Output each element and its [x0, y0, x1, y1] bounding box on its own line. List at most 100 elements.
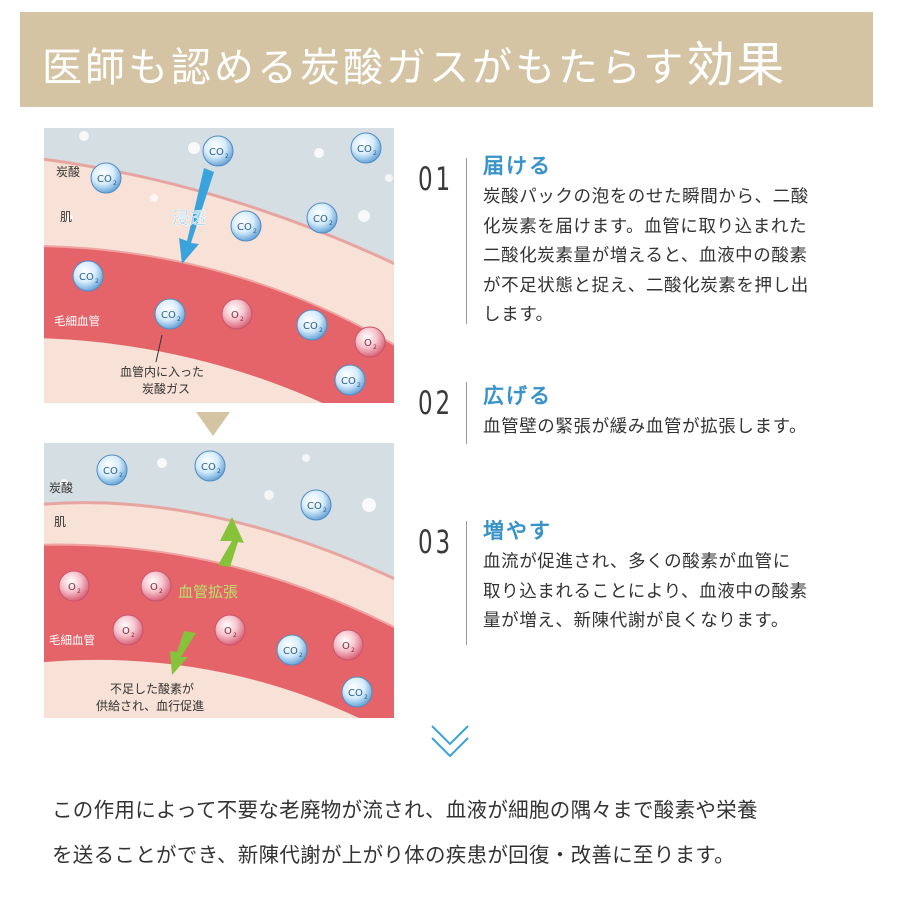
step-01: 01 届ける 炭酸パックの泡をのせた瞬間から、二酸 化炭素を届けます。血管に取り… — [418, 150, 878, 325]
step-body-line: 取り込まれることにより、血液中の酸素 — [483, 581, 808, 602]
svg-text:2: 2 — [159, 588, 163, 595]
svg-text:2: 2 — [240, 316, 244, 323]
dilation-arrow-up — [218, 517, 244, 567]
step-03: 03 増やす 血流が促進され、多くの酸素が血管に 取り込まれることにより、血液中… — [418, 515, 878, 655]
header-banner: 医師も認める炭酸ガスがもたらす効果 — [20, 12, 873, 107]
capillary-vessel — [44, 246, 394, 403]
summary-text: この作用によって不要な老廃物が流され、血液が細胞の隅々まで酸素や栄養 を送ること… — [52, 788, 872, 878]
svg-text:CO: CO — [237, 222, 252, 233]
svg-text:2: 2 — [319, 327, 323, 334]
svg-text:2: 2 — [329, 220, 333, 227]
svg-text:O: O — [231, 310, 239, 321]
step-body-line: 炭酸パックの泡をのせた瞬間から、二酸 — [483, 187, 809, 207]
svg-text:2: 2 — [373, 344, 377, 351]
label-skin: 肌 — [60, 210, 72, 224]
svg-text:2: 2 — [217, 468, 221, 475]
summary-line: この作用によって不要な老廃物が流され、血液が細胞の隅々まで酸素や栄養 — [52, 798, 758, 822]
svg-text:CO: CO — [201, 462, 216, 473]
svg-text:2: 2 — [131, 632, 135, 639]
label-skin: 肌 — [54, 515, 66, 529]
callout-line2: 炭酸ガス — [142, 381, 190, 396]
title-main: 医師も認める炭酸ガスがもたらす — [42, 44, 687, 91]
svg-text:O: O — [68, 582, 76, 593]
svg-text:2: 2 — [113, 180, 117, 187]
double-chevron-down-icon — [431, 725, 469, 758]
svg-text:CO: CO — [357, 144, 372, 155]
svg-text:O: O — [364, 338, 372, 349]
label-permeate: 浸透 — [172, 209, 206, 229]
step-number: 02 — [418, 384, 454, 422]
svg-text:2: 2 — [233, 632, 237, 639]
svg-text:2: 2 — [357, 382, 361, 389]
svg-text:CO: CO — [341, 376, 356, 387]
label-carbonic: 炭酸 — [49, 480, 73, 495]
callout-line2: 供給され、血行促進 — [96, 699, 204, 713]
step-title: 広げる — [483, 384, 552, 408]
svg-text:2: 2 — [364, 694, 368, 701]
page-title: 医師も認める炭酸ガスがもたらす効果 — [42, 25, 786, 95]
svg-text:O: O — [342, 641, 350, 652]
label-carbonic: 炭酸 — [56, 164, 80, 179]
svg-text:2: 2 — [351, 647, 355, 654]
step-title: 増やす — [483, 519, 552, 543]
svg-text:CO: CO — [348, 688, 363, 699]
svg-text:CO: CO — [209, 147, 224, 158]
label-dilation: 血管拡張 — [178, 583, 238, 601]
step-divider — [466, 382, 467, 444]
dilation-arrow-down — [170, 631, 196, 675]
label-capillary: 毛細血管 — [49, 633, 95, 647]
step-number: 01 — [418, 160, 454, 198]
svg-text:2: 2 — [299, 652, 303, 659]
svg-text:O: O — [122, 626, 130, 637]
svg-text:CO: CO — [97, 174, 112, 185]
skin-edge — [44, 157, 394, 266]
step-body-line: が不足状態と捉え、二酸化炭素を押し出 — [483, 275, 809, 296]
step-number: 03 — [418, 523, 454, 561]
svg-text:CO: CO — [103, 466, 118, 477]
svg-text:CO: CO — [161, 310, 176, 321]
svg-text:2: 2 — [77, 588, 81, 595]
step-02: 02 広げる 血管壁の緊張が緩み血管が拡張します。 — [418, 380, 878, 450]
step-body-line: します。 — [483, 305, 554, 325]
step-body-line: 量が増え、新陳代謝が良くなります。 — [483, 611, 789, 631]
svg-text:2: 2 — [119, 472, 123, 479]
down-triangle-icon — [196, 412, 230, 436]
step-title: 届ける — [483, 154, 552, 178]
svg-text:O: O — [150, 582, 158, 593]
step-divider — [466, 521, 467, 645]
svg-text:2: 2 — [373, 150, 377, 157]
summary-line: を送ることができ、新陳代謝が上がり体の疾患が回復・改善に至ります。 — [52, 843, 735, 867]
permeation-arrow — [179, 168, 214, 264]
svg-text:2: 2 — [177, 316, 181, 323]
svg-text:O: O — [224, 626, 232, 637]
callout-line1: 血管内に入った — [120, 364, 204, 379]
svg-text:2: 2 — [253, 228, 257, 235]
step-body: 血流が促進され、多くの酸素が血管に 取り込まれることにより、血液中の酸素 量が増… — [483, 548, 808, 637]
svg-text:CO: CO — [307, 501, 322, 512]
step-body: 血管壁の緊張が緩み血管が拡張します。 — [483, 413, 807, 443]
step-body-line: 血流が促進され、多くの酸素が血管に — [483, 552, 791, 572]
step-body-line: 化炭素を届けます。血管に取り込まれた — [483, 216, 808, 237]
svg-text:CO: CO — [79, 272, 94, 283]
step-body: 炭酸パックの泡をのせた瞬間から、二酸 化炭素を届けます。血管に取り込まれた 二酸… — [483, 183, 809, 331]
step-divider — [466, 158, 467, 324]
